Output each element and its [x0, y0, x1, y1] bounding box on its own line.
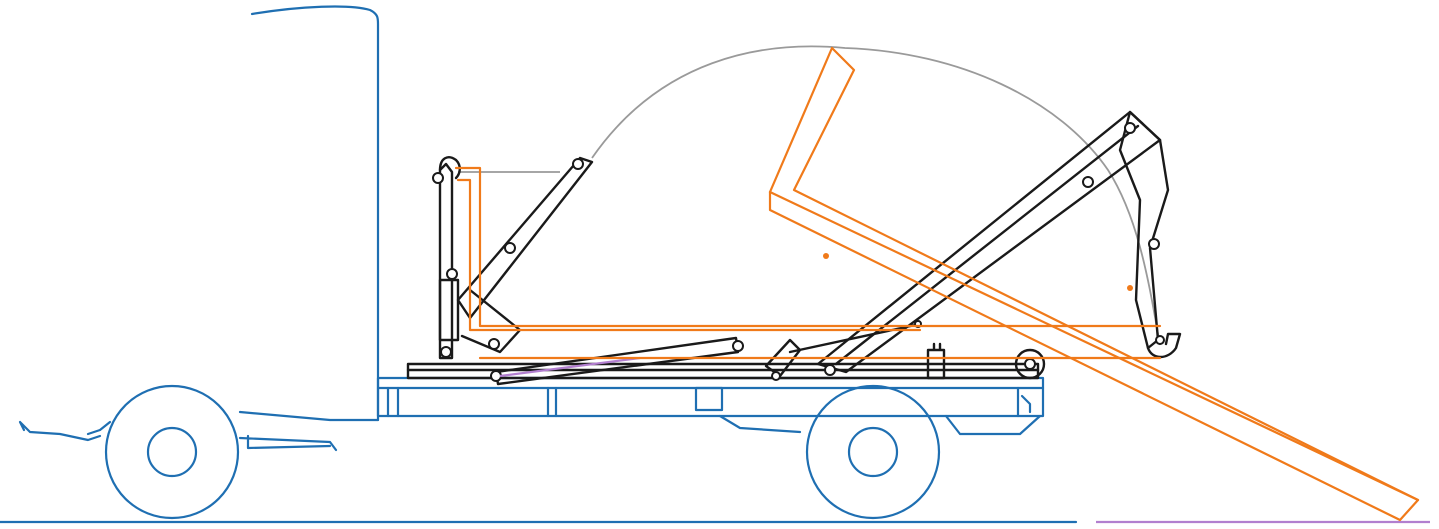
stowed-pin-3 — [504, 242, 516, 254]
swing-arc — [591, 45, 1161, 346]
container-pivot-2 — [1127, 285, 1133, 291]
arm-pin-hook — [1155, 335, 1165, 345]
container — [454, 46, 1420, 522]
arm-pin-mid — [1082, 176, 1094, 188]
rear-wheel-rim — [847, 426, 899, 478]
arm-pin-top — [1124, 122, 1136, 134]
arm-tie-rod — [788, 322, 922, 354]
stowed-lever — [460, 288, 522, 354]
stowed-pin-1 — [440, 346, 452, 358]
stowed-pin-6 — [572, 158, 584, 170]
stowed-pin-2 — [446, 268, 458, 280]
rear-wheel-tire — [805, 384, 941, 520]
stowed-pin-4 — [432, 172, 444, 184]
extended-arm-tip — [1118, 110, 1170, 350]
container-tilted-body — [768, 46, 1420, 522]
front-wheel-rim — [146, 426, 198, 478]
truck — [18, 5, 1045, 520]
front-wheel-tire — [104, 384, 240, 520]
front-undercarriage — [238, 434, 338, 452]
truck-cab — [250, 5, 380, 422]
pivot-pin — [771, 371, 781, 381]
stowed-arm-post — [438, 162, 454, 360]
rear-roller-pin — [1024, 358, 1036, 370]
piston-rod — [499, 356, 641, 378]
stowed-hook — [438, 156, 461, 180]
stowed-cylinder — [456, 156, 594, 320]
roller-bracket — [926, 342, 946, 380]
truck-front — [18, 420, 102, 442]
stowed-arm-block — [438, 278, 460, 342]
arm-pin-base — [824, 364, 836, 376]
cylinder-pin-front — [732, 340, 744, 352]
container-pivot-1 — [823, 253, 829, 259]
container-tilted-edge — [768, 190, 1420, 502]
hook-lift — [406, 110, 1182, 386]
container-stowed — [454, 166, 1162, 332]
rear-roller — [1014, 348, 1046, 380]
frame-box — [694, 386, 724, 412]
extended-arm-inner — [834, 124, 1140, 366]
cylinder-pin-rear — [490, 370, 502, 382]
extended-hook — [1146, 332, 1182, 359]
rear-undercarriage — [718, 414, 1042, 436]
stowed-pin-5 — [488, 338, 500, 350]
truck-cab-bottom — [86, 410, 380, 436]
arm-pin-lower — [1148, 238, 1160, 250]
rear-hook — [1020, 394, 1032, 414]
